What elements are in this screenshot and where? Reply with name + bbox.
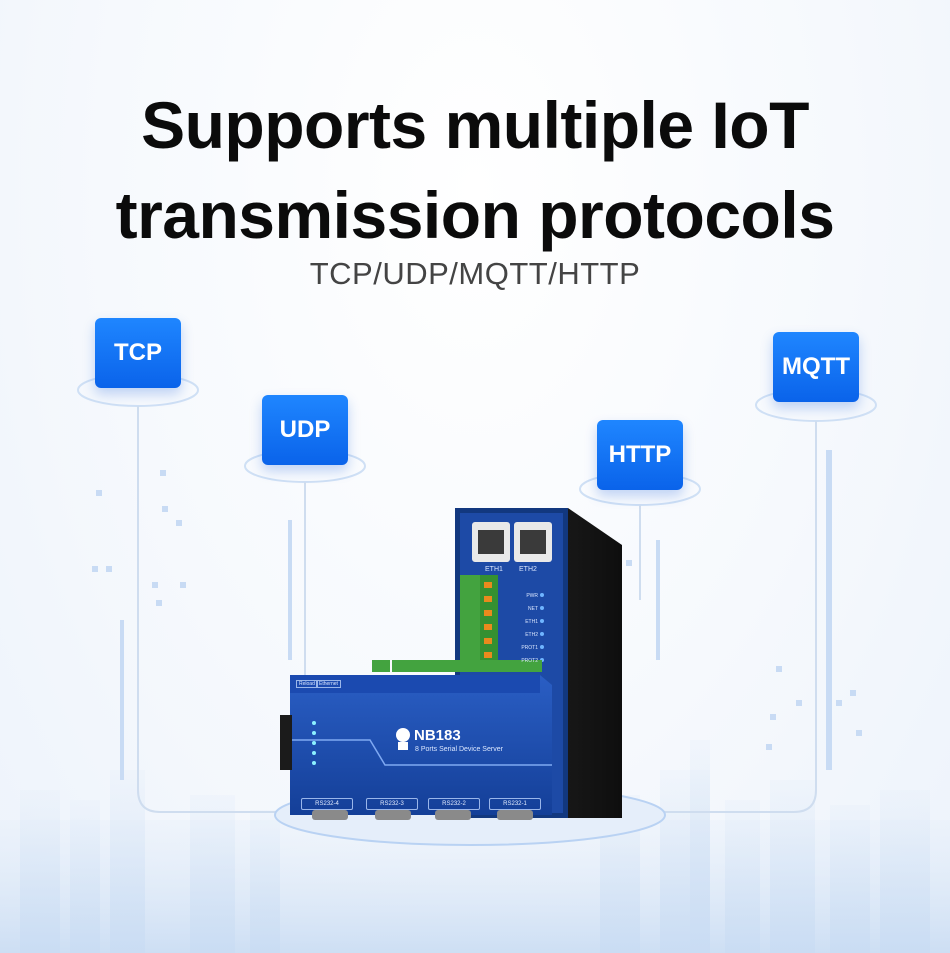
tcp-badge: TCP [95, 318, 181, 396]
led-label-eth2: ETH2 [525, 632, 538, 638]
led-label-pwr: PWR [526, 593, 538, 599]
protocols-subtitle: TCP/UDP/MQTT/HTTP [309, 256, 641, 291]
city-skyline [0, 740, 950, 953]
status-led-labels: PWR NET ETH1 ETH2 PROT1 PROT2 [512, 590, 538, 668]
connection-lines [137, 406, 817, 813]
mqtt-badge: MQTT [773, 332, 859, 410]
pixel-dots [92, 450, 862, 780]
udp-badge: UDP [262, 395, 348, 473]
serial-port-label-2: RS232-2 [428, 798, 480, 810]
badge-platforms [77, 373, 877, 506]
top-label-ethernet: Ethernet [316, 680, 341, 688]
headline-line-1: Supports multiple IoT [141, 88, 809, 162]
eth1-label: ETH1 [485, 566, 503, 573]
http-badge: HTTP [597, 420, 683, 498]
serial-port-label-4: RS232-4 [301, 798, 353, 810]
serial-port-label-1: RS232-1 [489, 798, 541, 810]
device-model: NB183 [414, 727, 461, 744]
page-headline: Supports multiple IoT transmission proto… [0, 80, 950, 260]
serial-port-label-3: RS232-3 [366, 798, 418, 810]
headline-line-2: transmission protocols [115, 178, 835, 252]
led-label-prot2: PROT2 [521, 658, 538, 664]
eth2-label: ETH2 [519, 566, 537, 573]
top-label-reload: Reload [296, 680, 318, 688]
led-label-eth1: ETH1 [525, 619, 538, 625]
led-label-prot1: PROT1 [521, 645, 538, 651]
device-front-unit [280, 660, 552, 820]
led-label-net: NET [528, 606, 538, 612]
device-description: 8 Ports Serial Device Server [415, 746, 503, 753]
